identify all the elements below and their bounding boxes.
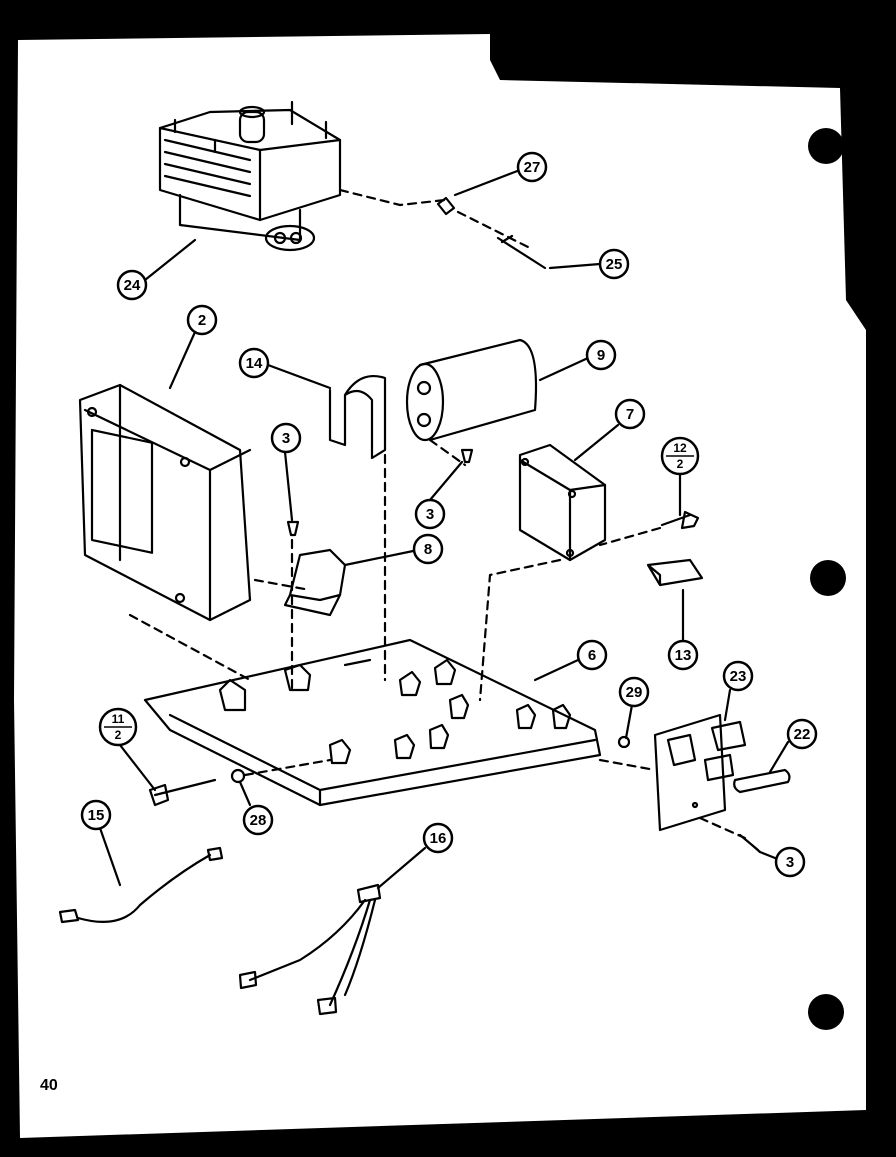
callout-label-6: 6	[588, 647, 596, 664]
callout-circle-2	[186, 304, 218, 336]
callout-label-15: 15	[88, 807, 105, 824]
binder-hole-top	[808, 128, 844, 164]
callout-circle-13	[667, 639, 699, 671]
leader-2	[168, 330, 197, 390]
callout-circle-3c	[774, 846, 806, 878]
callout-label-12-top: 12	[673, 441, 687, 455]
nut-29-part	[617, 735, 631, 749]
leader-6	[533, 658, 580, 682]
leader-29	[624, 703, 634, 740]
callout-circle-27	[516, 151, 548, 183]
screw-27-part	[436, 196, 456, 216]
wire-harness-15-part	[58, 846, 224, 924]
callout-label-12-bottom: 2	[677, 457, 684, 471]
thermistor-25-part	[496, 234, 547, 270]
connector-13-part	[646, 558, 704, 587]
washer-28-part	[230, 768, 246, 784]
callout-circle-6	[576, 639, 608, 671]
leader-dashed-25	[456, 210, 532, 250]
callout-label-14: 14	[246, 355, 263, 372]
diode-part	[283, 548, 347, 617]
leader-11	[118, 743, 157, 792]
callout-circle-29	[618, 676, 650, 708]
callout-label-16: 16	[430, 830, 447, 847]
leader-3a	[283, 450, 294, 522]
leader-dashed-capacitor	[428, 438, 467, 467]
callout-label-29: 29	[626, 684, 643, 701]
leader-dashed-screw-3-right	[698, 816, 747, 840]
wire-harness-16-part	[238, 883, 382, 1016]
leader-dashed-magnetron	[338, 188, 447, 207]
callout-circle-23	[722, 660, 754, 692]
leader-22	[768, 740, 790, 774]
transformer-part	[78, 383, 252, 622]
callout-label-22: 22	[794, 726, 811, 743]
callout-circle-16	[422, 822, 454, 854]
leader-27	[453, 168, 522, 197]
leader-15	[98, 826, 122, 887]
base-plate-part	[143, 638, 602, 807]
callout-label-23: 23	[730, 668, 747, 685]
callout-circle-9	[585, 339, 617, 371]
leader-28	[238, 780, 252, 807]
callout-label-8: 8	[424, 541, 432, 558]
screw-3-left-part	[286, 520, 300, 537]
magnetron-part	[158, 100, 342, 252]
leader-dashed-transformer	[128, 613, 252, 682]
callout-label-3c: 3	[786, 854, 794, 871]
leader-dashed-panel	[598, 758, 657, 772]
filament-transformer-part	[518, 443, 607, 562]
leader-dashed-washer	[243, 758, 332, 777]
callout-circle-15	[80, 799, 112, 831]
screw-12-part	[660, 510, 700, 530]
leader-14	[266, 363, 332, 390]
leader-7	[573, 423, 620, 462]
page-number: 40	[40, 1077, 58, 1094]
callout-label-2: 2	[198, 312, 206, 329]
leader-3b	[428, 460, 464, 502]
callout-label-3a: 3	[282, 430, 290, 447]
callout-label-11-top: 11	[112, 712, 125, 726]
callout-circle-3b	[414, 498, 446, 530]
paper-area	[14, 34, 866, 1138]
fuse-holder-panel-part	[653, 713, 747, 832]
callout-label-3b: 3	[426, 506, 434, 523]
callout-circle-8	[412, 533, 444, 565]
leader-dashed-transformer-2	[253, 578, 312, 592]
callout-label-25: 25	[606, 256, 623, 273]
capacitor-bracket-part	[328, 374, 387, 460]
callout-circle-28	[242, 804, 274, 836]
leader-8	[343, 548, 420, 567]
binder-hole-bottom	[808, 994, 844, 1030]
leader-9	[538, 356, 590, 382]
callout-circle-22	[786, 718, 818, 750]
callout-label-11-bottom: 2	[115, 728, 122, 742]
leader-dashed-screw-12	[598, 526, 662, 547]
callout-circle-3a	[270, 422, 302, 454]
leader-24	[143, 238, 197, 282]
callout-label-27: 27	[524, 159, 541, 176]
capacitor-part	[405, 338, 538, 442]
binder-hole-middle	[810, 560, 846, 596]
callout-circle-7	[614, 398, 646, 430]
callout-label-7: 7	[626, 406, 634, 423]
callout-label-28: 28	[250, 812, 267, 829]
callout-circle-25	[598, 248, 630, 280]
callout-label-9: 9	[597, 347, 605, 364]
callout-circle-14	[238, 347, 270, 379]
screw-11-part	[148, 778, 217, 807]
leader-23	[723, 688, 732, 722]
screw-3-middle-part	[460, 448, 474, 464]
leader-25	[548, 262, 602, 270]
callout-label-13: 13	[675, 647, 692, 664]
leader-16	[376, 846, 427, 890]
callout-circle-24	[116, 269, 148, 301]
fuse-part	[733, 768, 791, 794]
callout-label-24: 24	[124, 277, 141, 294]
leader-dashed-filament	[478, 558, 562, 702]
